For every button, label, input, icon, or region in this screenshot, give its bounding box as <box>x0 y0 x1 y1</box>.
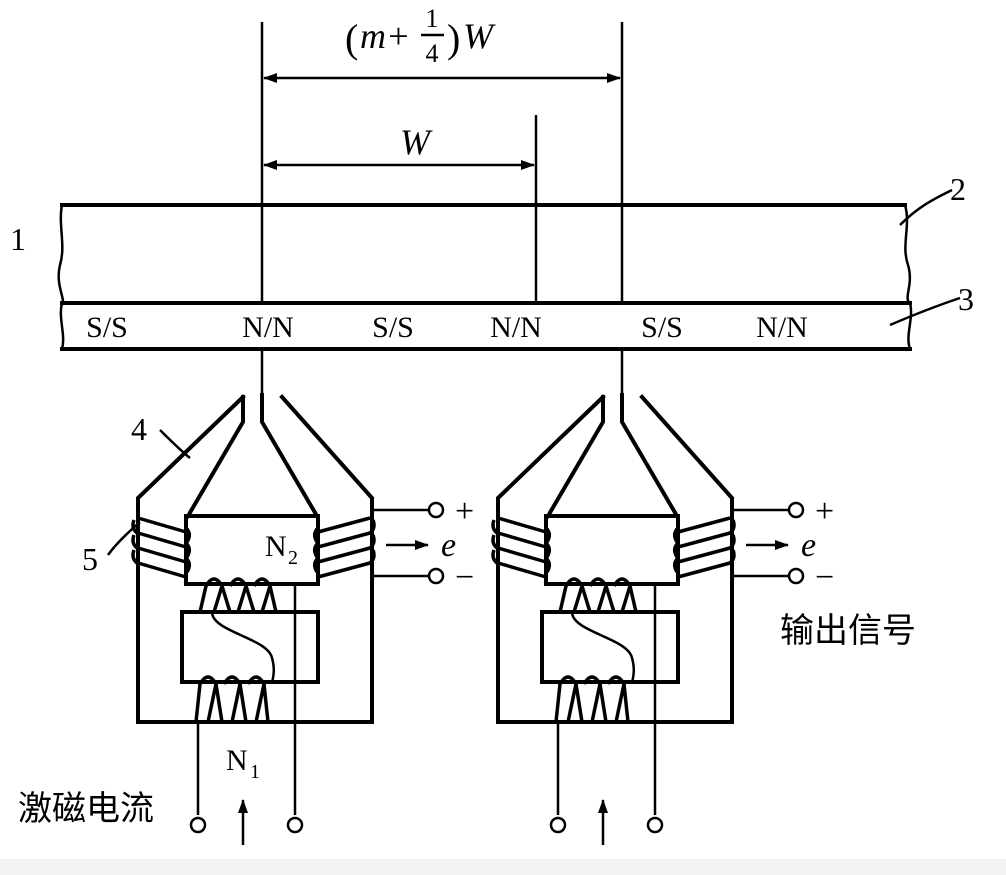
svg-text:+: + <box>455 493 474 530</box>
svg-text:e: e <box>441 527 456 564</box>
svg-text:W: W <box>463 16 496 56</box>
read-head-left <box>131 393 445 845</box>
svg-text:N: N <box>265 530 287 563</box>
part-label-1: 1 <box>10 221 26 257</box>
svg-text:−: − <box>455 559 474 596</box>
svg-text:+: + <box>815 493 834 530</box>
pole-label: S/S <box>641 311 683 344</box>
svg-text:1: 1 <box>250 761 260 783</box>
svg-text:): ) <box>447 16 460 61</box>
read-head-right <box>491 393 805 845</box>
dimension-label-inner: W <box>400 122 433 162</box>
svg-text:2: 2 <box>288 547 298 569</box>
pole-label: N/N <box>756 311 808 344</box>
part-label-5: 5 <box>82 541 98 577</box>
output-signal-label: 输出信号 <box>780 611 916 651</box>
pole-label: S/S <box>372 311 414 344</box>
svg-text:m+: m+ <box>360 16 410 56</box>
reference-lines <box>260 22 624 395</box>
part-label-2: 2 <box>950 171 966 207</box>
svg-text:1: 1 <box>426 4 439 33</box>
excitation-current-label: 激磁电流 <box>18 789 154 829</box>
svg-text:4: 4 <box>426 39 439 68</box>
part-label-3: 3 <box>958 281 974 317</box>
terminal-labels-left: + e − <box>441 493 474 596</box>
dimension-label-outer: ( m+ 1 4 ) W <box>345 4 496 68</box>
svg-text:e: e <box>801 527 816 564</box>
pole-label: S/S <box>86 311 128 344</box>
part-label-4: 4 <box>131 411 147 447</box>
part-labels: 1 2 3 4 5 <box>10 171 974 577</box>
svg-text:(: ( <box>345 16 358 61</box>
svg-text:−: − <box>815 559 834 596</box>
pole-label: N/N <box>490 311 542 344</box>
bottom-band <box>0 859 1006 875</box>
pole-label: N/N <box>242 311 294 344</box>
pole-labels: S/S N/N S/S N/N S/S N/N <box>86 311 808 344</box>
coil-labels-left: N 2 N 1 <box>226 530 298 783</box>
svg-text:N: N <box>226 744 248 777</box>
terminal-labels-right: + e − <box>801 493 834 596</box>
magnetic-scale <box>57 203 913 351</box>
